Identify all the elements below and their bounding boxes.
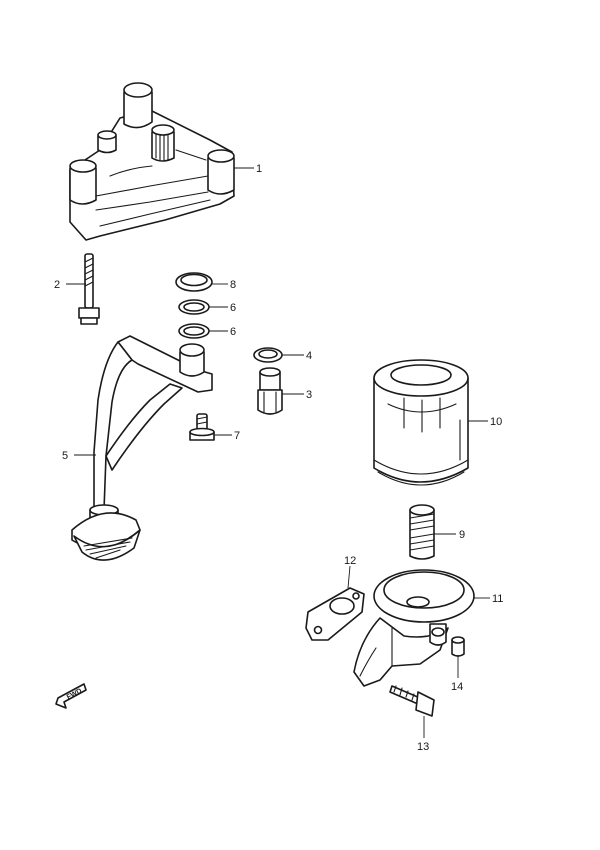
callout-6-lower: 6 [230, 326, 236, 338]
gasket-6-upper[interactable] [178, 299, 210, 315]
o-ring-8[interactable] [175, 272, 213, 292]
bolt-2[interactable] [78, 253, 100, 325]
callout-4: 4 [306, 350, 312, 362]
callout-14: 14 [451, 681, 463, 693]
gasket-12[interactable] [305, 587, 365, 641]
callout-6-upper: 6 [230, 302, 236, 314]
callout-9: 9 [459, 529, 465, 541]
plug-14[interactable] [451, 636, 465, 657]
callout-7: 7 [234, 430, 240, 442]
gasket-6-lower[interactable] [178, 323, 210, 339]
callout-10: 10 [490, 416, 502, 428]
callout-2: 2 [54, 279, 60, 291]
callout-5: 5 [62, 450, 68, 462]
union-bolt-3[interactable] [257, 367, 283, 415]
o-ring-4[interactable] [253, 347, 283, 363]
bolt-13[interactable] [389, 685, 435, 717]
callout-13: 13 [417, 741, 429, 753]
oil-pump-housing[interactable] [69, 82, 235, 241]
callout-8: 8 [230, 279, 236, 291]
bolt-7[interactable] [189, 413, 215, 441]
callout-3: 3 [306, 389, 312, 401]
oil-filter[interactable] [373, 359, 469, 486]
forward-arrow-icon: FWD [55, 683, 87, 709]
fwd-label: FWD [66, 688, 83, 702]
leader-lines [66, 167, 490, 738]
oil-strainer[interactable] [71, 335, 213, 561]
callout-11: 11 [492, 593, 503, 605]
oil-filter-stand[interactable] [353, 569, 475, 687]
union-pipe-9[interactable] [409, 504, 435, 560]
callout-1: 1 [256, 163, 262, 175]
callout-12: 12 [344, 555, 356, 567]
